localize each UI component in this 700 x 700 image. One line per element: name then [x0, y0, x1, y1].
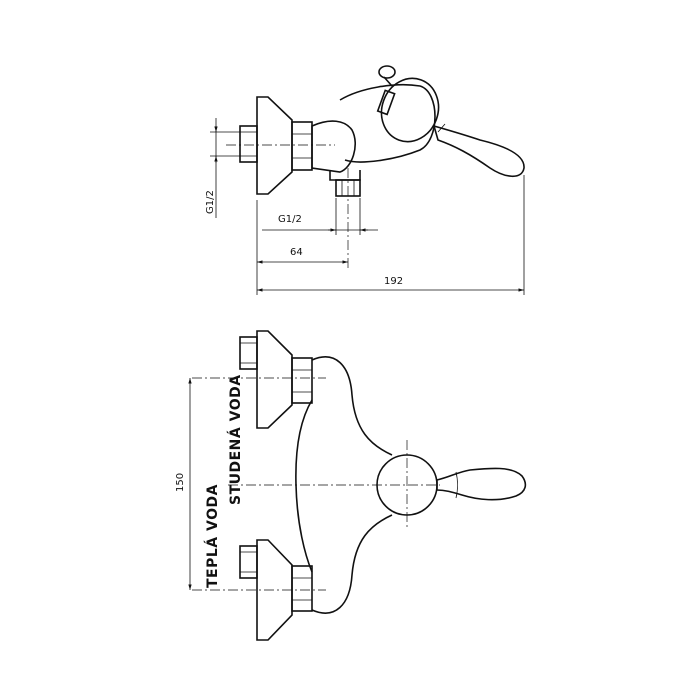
side-view: G1/2 G1/2 64 192 [205, 65, 525, 295]
front-view: 150 STUDENÁ VODA TEPLÁ VODA [175, 330, 527, 641]
dim-thread-vertical: G1/2 [205, 190, 216, 214]
side-elbow-body [311, 120, 356, 173]
label-cold-water: STUDENÁ VODA [227, 374, 244, 505]
side-wall-nipple [239, 125, 258, 163]
side-lever-handle [432, 124, 525, 178]
front-lower-flange [256, 539, 293, 641]
front-upper-hex [291, 357, 313, 404]
dim-spacing: 150 [175, 473, 186, 492]
front-upper-flange [256, 330, 293, 429]
side-top-knob [378, 65, 396, 79]
dim-depth: 64 [290, 247, 303, 258]
front-lower-hex [291, 565, 313, 612]
side-mixer-body [339, 83, 436, 163]
side-dome-cap [380, 77, 440, 143]
front-lower-nipple [239, 545, 258, 579]
front-upper-nipple [239, 336, 258, 370]
front-lever-handle [436, 467, 527, 501]
side-cap-ring [376, 89, 396, 116]
side-hex-nut [291, 121, 313, 171]
dim-thread-horizontal: G1/2 [278, 214, 302, 225]
label-hot-water: TEPLÁ VODA [204, 484, 221, 588]
side-wall-flange [256, 96, 293, 195]
dim-total-length: 192 [384, 276, 403, 287]
